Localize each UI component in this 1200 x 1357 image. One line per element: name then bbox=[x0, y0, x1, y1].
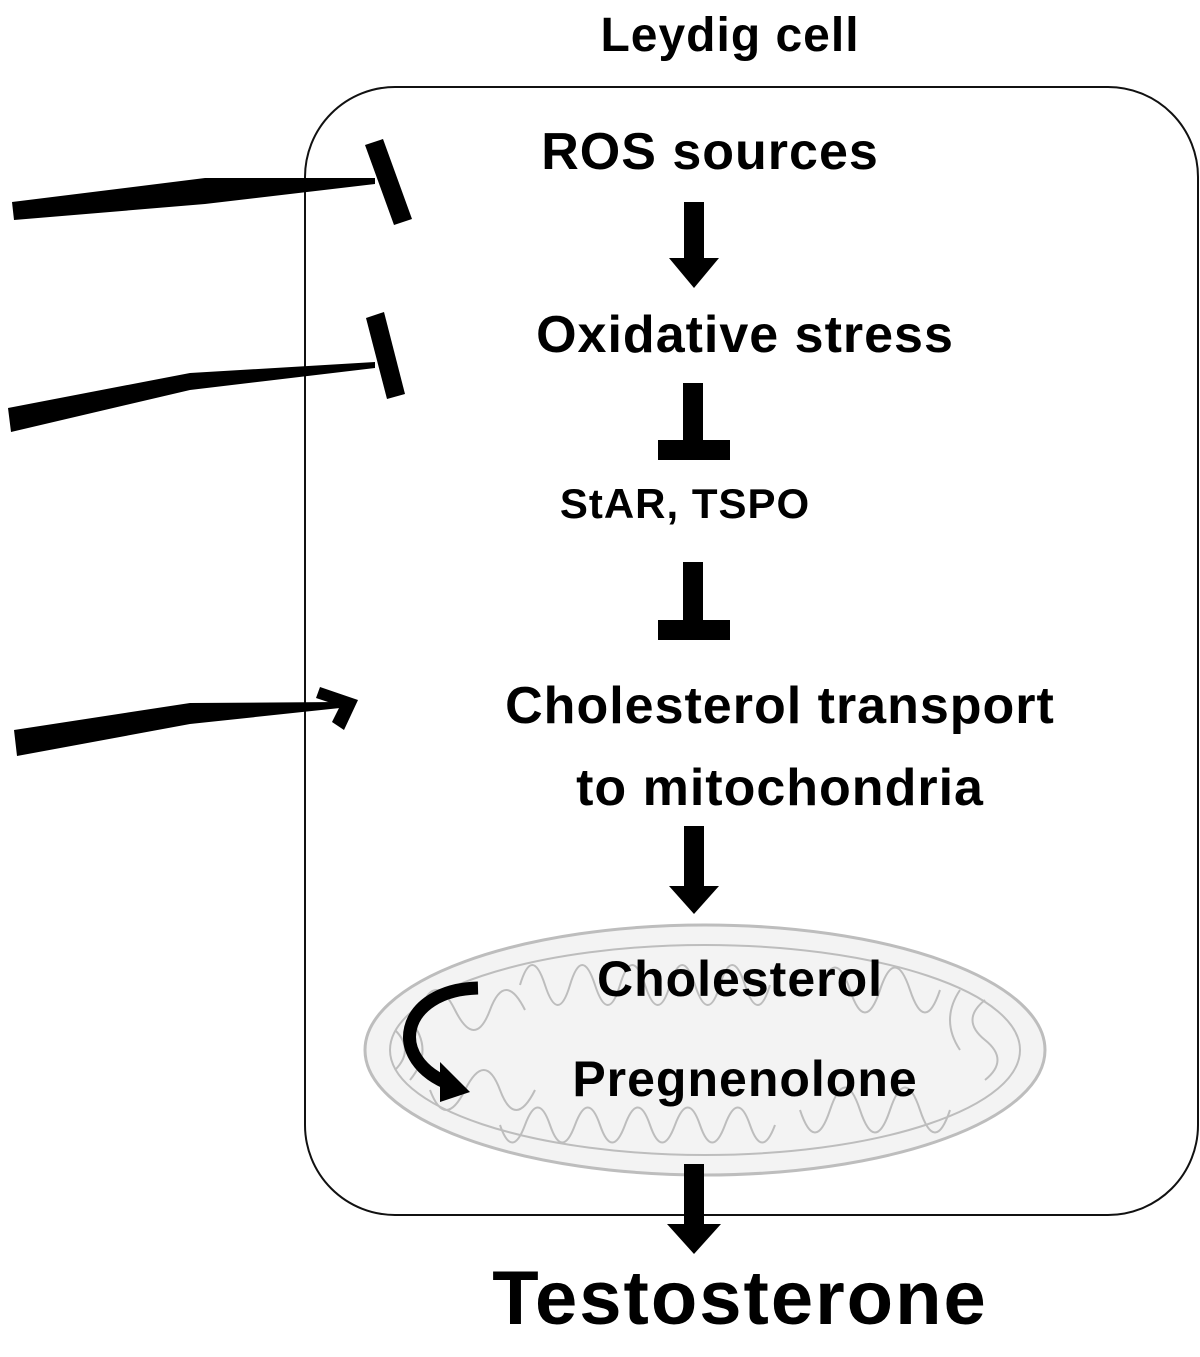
mitochondrion-icon bbox=[363, 923, 1047, 1177]
node-star-tspo: StAR, TSPO bbox=[559, 480, 811, 527]
node-oxidative-stress: Oxidative stress bbox=[536, 306, 954, 364]
stimulator-wedge-3 bbox=[14, 687, 358, 756]
cell-title: Leydig cell bbox=[600, 9, 860, 62]
cell-membrane bbox=[304, 86, 1199, 1216]
arrow-transport-to-mitochondria bbox=[669, 826, 719, 914]
node-cholesterol-transport-line1: Cholesterol transport bbox=[505, 677, 1055, 735]
node-cholesterol: Cholesterol bbox=[596, 951, 884, 1007]
inhibit-oxidative-to-star bbox=[658, 383, 730, 460]
node-ros-sources: ROS sources bbox=[541, 123, 879, 181]
curved-arrow-cholesterol-to-pregnenolone bbox=[403, 981, 479, 1102]
inhibitor-wedge-2 bbox=[8, 312, 405, 432]
node-pregnenolone: Pregnenolone bbox=[572, 1051, 918, 1107]
arrow-to-testosterone bbox=[667, 1164, 721, 1254]
node-cholesterol-transport-line2: to mitochondria bbox=[576, 759, 984, 817]
arrow-ros-to-oxidative bbox=[669, 202, 719, 288]
inhibitor-wedge-1 bbox=[12, 139, 412, 225]
node-testosterone: Testosterone bbox=[492, 1256, 988, 1341]
inhibit-star-to-transport bbox=[658, 562, 730, 640]
